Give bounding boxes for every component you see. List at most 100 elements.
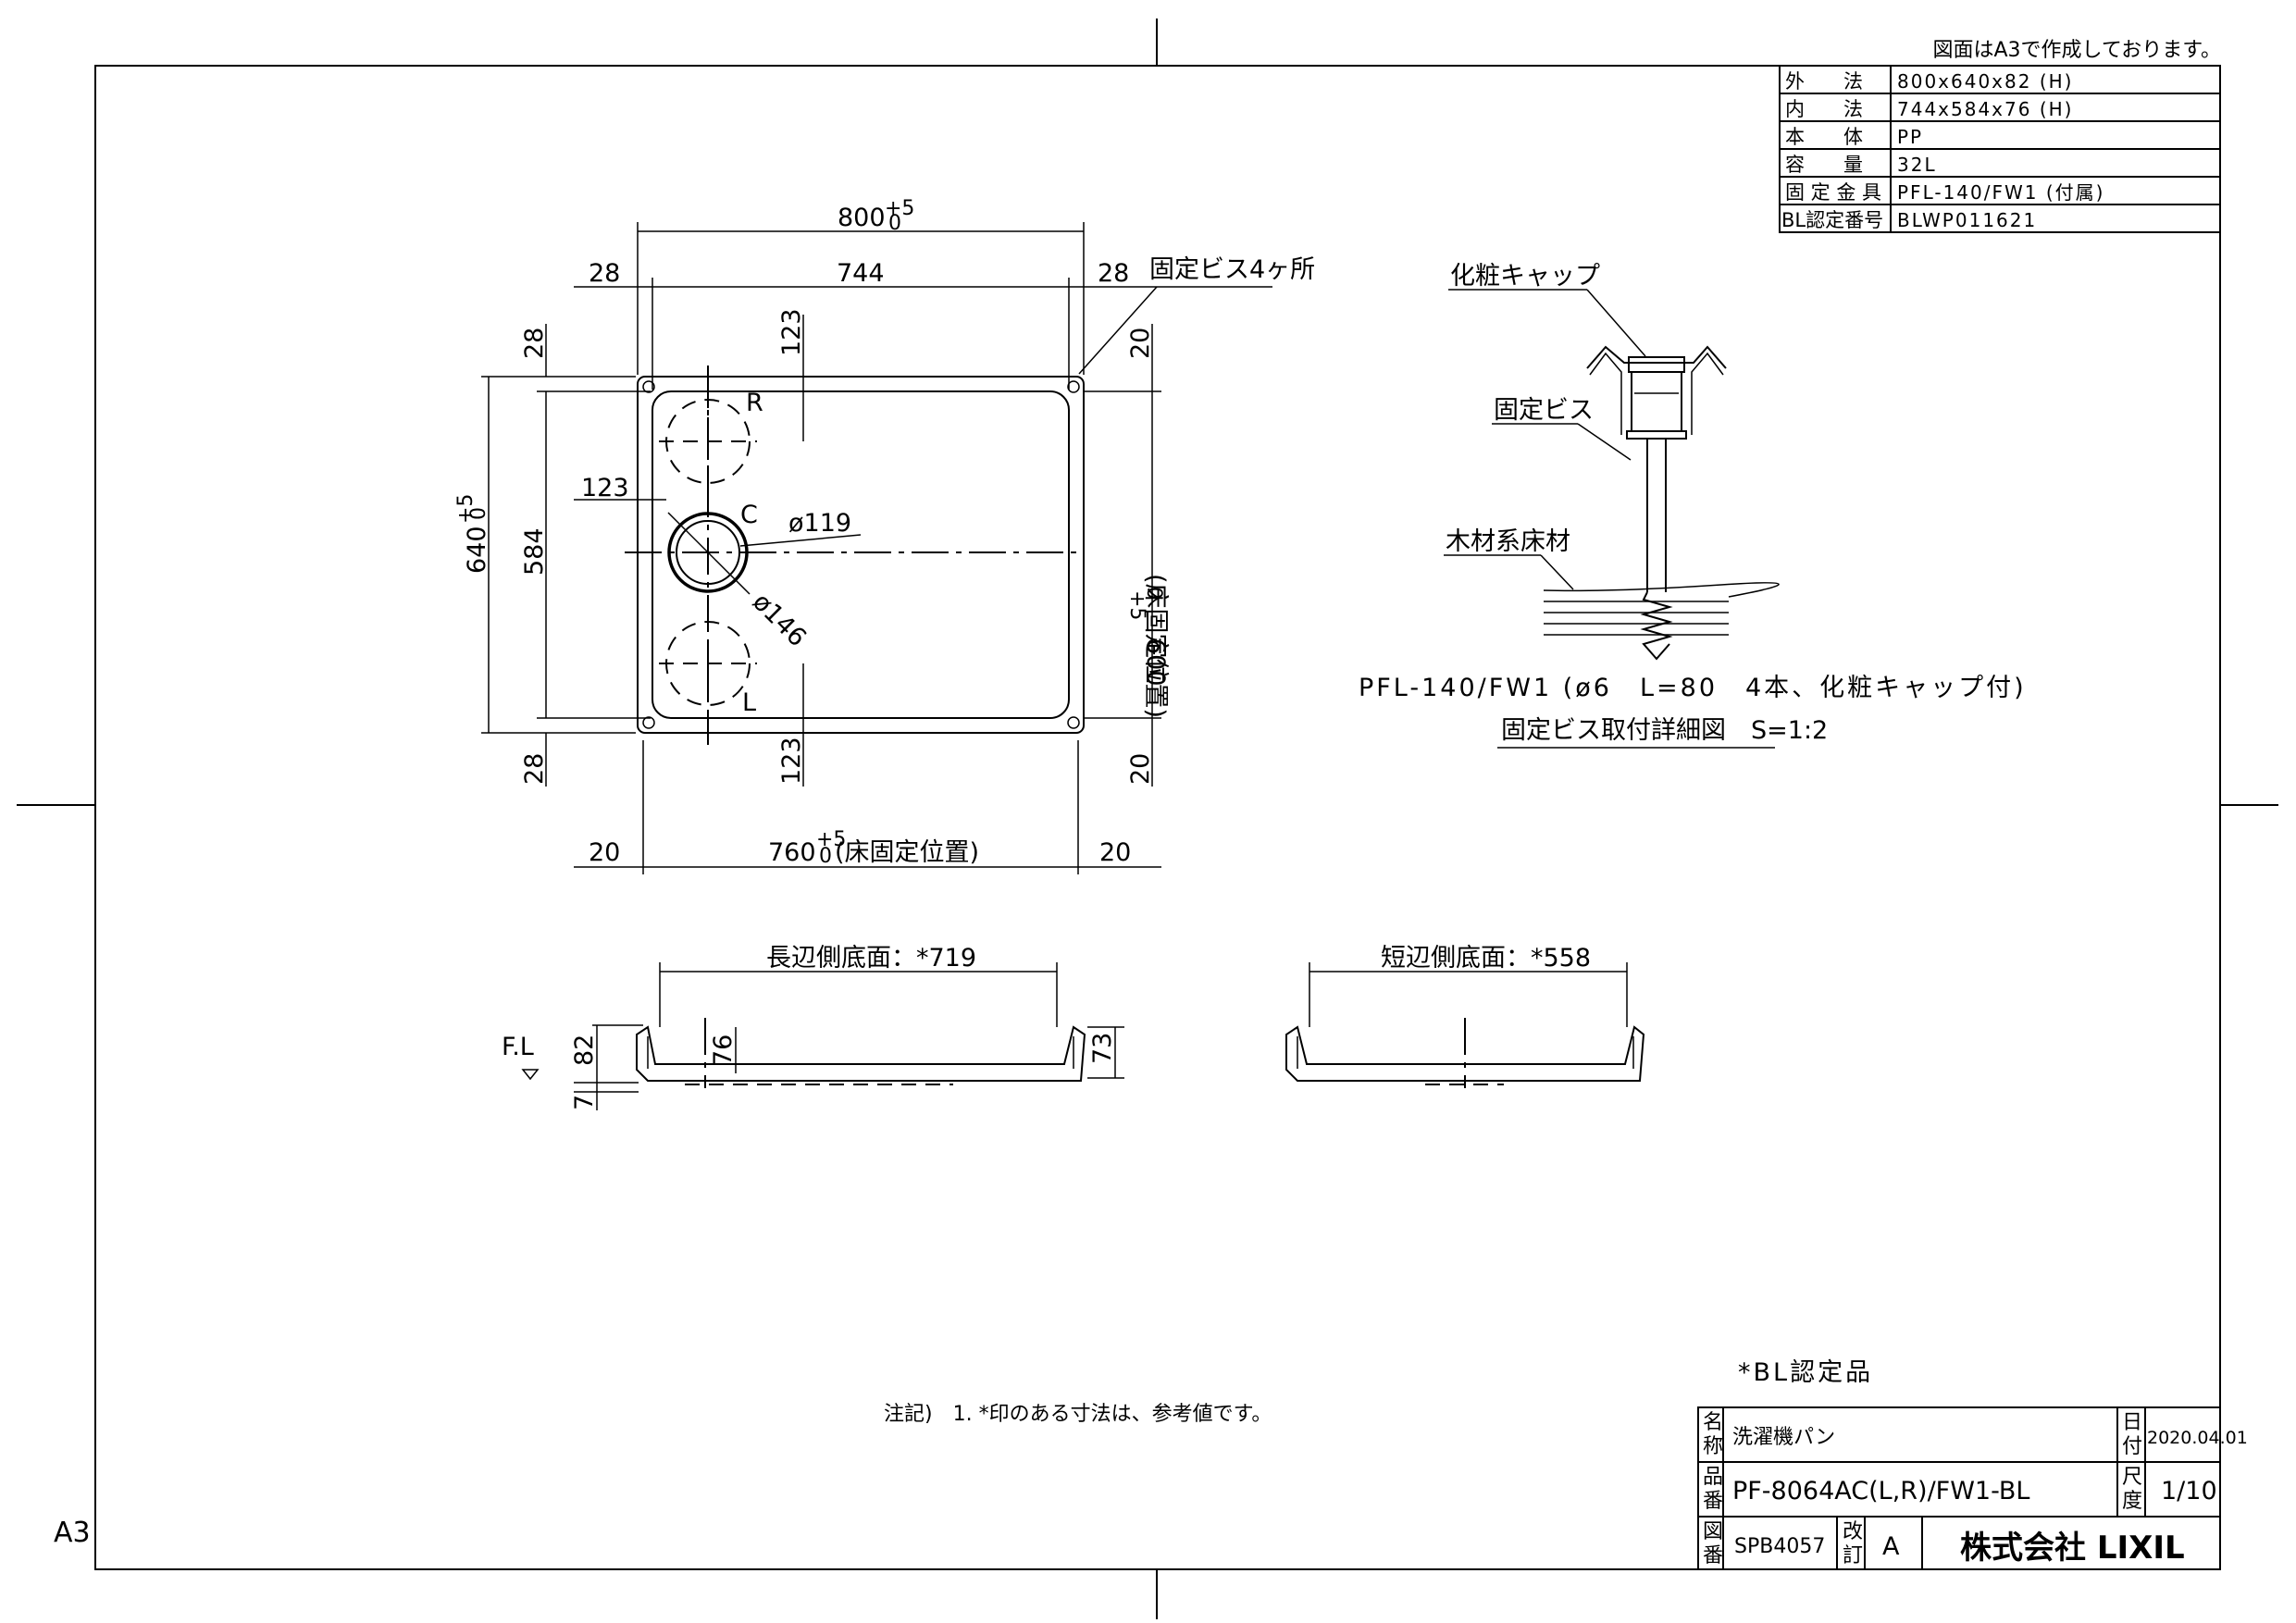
long-side-label: 長辺側底面：*719 [766,944,976,973]
sheet-size: A3 [54,1517,91,1549]
dim-floor-left: 20 [589,838,620,867]
cap-label: 化粧キャップ [1450,262,1600,291]
fl-triangle-icon [521,1069,540,1081]
detail-caption: PFL-140/FW1 (ø6 L=80 4本、化粧キャップ付) [1359,674,2027,702]
spec-value: 744x584x76 (H) [1897,98,2073,120]
spec-label: 外 法 [1785,70,1863,93]
drawing-label: 図 [1703,1520,1723,1543]
dia-outlet: ø119 [788,509,851,538]
screw-label: 固定ビス [1494,396,1594,425]
tol-zero: 0 [888,212,901,235]
scale: 1/10 [2161,1477,2217,1505]
dim-c-offset: 123 [581,474,629,502]
tol-plus: +5 [885,197,914,220]
scale-label: 度 [2122,1490,2142,1513]
dim-top-right: 20 [1126,328,1155,359]
dim-top-margin: 28 [520,328,549,359]
dim-floor-gap: 7 [570,1095,599,1110]
screw-detail-view: 化粧キャップ 固定ビス 木材系床材 PFL-140/FW1 (ø6 L=80 4… [1359,262,2027,749]
screw-hole-icon [1067,716,1080,729]
spec-value: 32L [1897,154,1937,176]
dim-right-margin: 28 [1098,259,1129,288]
tol-zero: 0 [819,845,832,868]
tol-zero: 0 [467,507,490,520]
dim-overall-width: 800 [838,204,886,232]
detail-title: 固定ビス取付詳細図 S=1:2 [1501,716,1828,745]
short-side-label: 短辺側底面：*558 [1381,944,1591,973]
screw-hole-icon [642,380,655,393]
dim-bottom-right: 20 [1126,753,1155,785]
dia-ring: ø146 [747,588,812,652]
floor-fix-label: (床固定位置) [835,838,979,867]
spec-value: PP [1897,126,1923,148]
short-side-view: 短辺側底面：*558 [1285,944,1645,1088]
spec-value: PFL-140/FW1 (付属) [1897,181,2104,204]
number-label: 番 [1703,1490,1723,1513]
tol-zero: 0 [1142,587,1165,600]
date-label: 付 [2122,1435,2142,1458]
date: 2020.04.01 [2147,1428,2248,1448]
header-note: 図面はA3で作成しております。 [1932,39,2221,62]
long-side-profile [636,1025,1086,1082]
screw-note: 固定ビス4ヶ所 [1149,255,1315,284]
dim-floor-right: 20 [1099,838,1131,867]
dim-left-margin: 28 [589,259,620,288]
tol-plus: +5 [1125,590,1148,620]
floor-board [1543,582,1780,598]
screw-hole-icon [642,716,655,729]
tol-plus: +5 [454,494,478,524]
dim-bottom-margin: 28 [520,753,549,785]
spec-label: 容 量 [1785,154,1863,176]
date-label: 日 [2122,1411,2142,1434]
pan-outer-outline [637,376,1085,734]
number-label: 品 [1703,1466,1723,1489]
product-name: 洗濯機パン [1732,1426,1835,1449]
name-label: 称 [1703,1435,1723,1458]
drawing-number: SPB4057 [1734,1535,1825,1558]
label-c: C [740,501,758,529]
spec-label: BL認定番号 [1781,209,1883,231]
label-r: R [746,389,763,417]
pan-rim-section [1586,345,1727,369]
tol-plus: +5 [816,828,846,851]
dim-inner-height: 76 [709,1035,738,1066]
pan-inner-outline [652,390,1070,719]
short-side-profile [1285,1025,1645,1082]
dim-l-offset: 123 [777,737,806,785]
dim-overall-depth: 640 [463,526,491,574]
dim-floor-width: 760 [768,838,816,867]
product-number: PF-8064AC(L,R)/FW1-BL [1732,1477,2029,1505]
bl-certified-note: *BL認定品 [1738,1358,1873,1387]
spec-label: 本 体 [1785,126,1863,148]
spec-label: 内 法 [1785,98,1863,120]
cosmetic-cap [1628,356,1685,373]
drawing-label: 番 [1703,1544,1723,1567]
floor-fix-label: (床固定位置) [1141,574,1170,718]
name-label: 名 [1703,1411,1723,1434]
dim-inner-width: 744 [837,259,885,288]
fl-label: F.L [502,1033,534,1061]
spec-table: 外 法 800x640x82 (H) 内 法 744x584x76 (H) 本 … [1779,65,2221,233]
dim-edge-height: 73 [1088,1033,1117,1064]
general-note: 注記) 1. *印のある寸法は、参考値です。 [884,1403,1272,1426]
screw-hole-icon [1067,380,1080,393]
spec-value: 800x640x82 (H) [1897,70,2073,93]
label-l: L [742,688,756,717]
revision: A [1882,1532,1900,1561]
dim-r-offset: 123 [777,308,806,356]
revision-label: 改 [1843,1520,1863,1543]
plan-view: R C L ø119 ø146 800 +5 0 744 28 28 固定ビス4… [454,197,1315,874]
dim-floor-depth: 600 [1141,638,1170,687]
drawing-frame [94,65,2221,1570]
long-side-view: 長辺側底面：*719 82 7 F.L 76 73 [502,944,1124,1110]
scale-label: 尺 [2122,1466,2142,1489]
floor-label: 木材系床材 [1446,527,1570,556]
spec-label: 固 定 金 具 [1785,181,1881,204]
title-block: 名 称 洗濯機パン 品 番 PF-8064AC(L,R)/FW1-BL 図 番 … [1697,1406,2248,1570]
revision-label: 訂 [1843,1544,1863,1567]
spec-value: BLWP011621 [1897,209,2037,231]
company-logo: 株式会社 LIXIL [1960,1530,2185,1567]
screw-thread [1640,591,1673,661]
dim-inner-depth: 584 [520,527,549,576]
